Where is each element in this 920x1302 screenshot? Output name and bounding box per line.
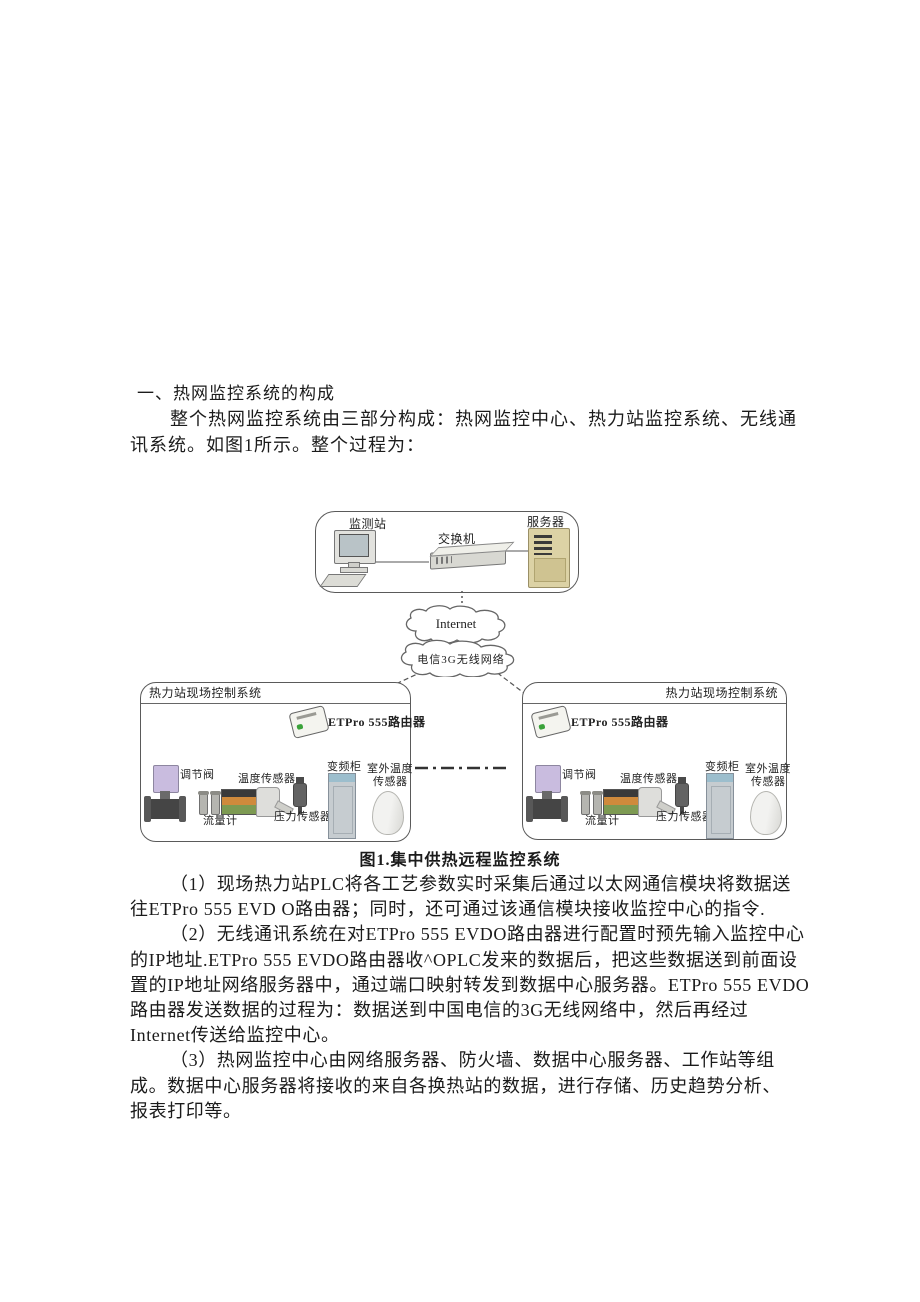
intro-line: 整个热网监控系统由三部分构成：热网监控中心、热力站监控系统、无线通 — [170, 409, 797, 429]
outdoor-sensor-icon — [372, 791, 404, 835]
cabinet-door — [711, 786, 731, 834]
valve-body-icon — [526, 796, 568, 822]
body-line: 置的IP地址网络服务器中，通过端口映射转发到数据中心服务器。ETPro 555 … — [130, 974, 810, 995]
internet-cloud-label: Internet — [435, 616, 477, 631]
valve-neck — [160, 791, 170, 799]
flow-cylinder — [210, 791, 221, 815]
station-box-left: 热力站现场控制系统 ETPro 555路由器 调节阀 流量计 温度传感器 压力传… — [140, 682, 425, 842]
pressure-sensor-label: 压力传感器 — [274, 811, 332, 823]
section-heading: 一、热网监控系统的构成 — [137, 384, 335, 403]
body-line: Internet传送给监控中心。 — [130, 1025, 340, 1046]
station-title: 热力站现场控制系统 — [523, 683, 786, 704]
internet-cloud: Internet — [400, 604, 512, 644]
telecom-3g-cloud-label: 电信3G无线网络 — [417, 654, 505, 666]
switch-body — [429, 541, 515, 570]
flow-meter-label: 流量计 — [203, 815, 238, 827]
valve-flange — [526, 796, 533, 822]
temp-sensor-icon — [638, 787, 676, 817]
station-title: 热力站现场控制系统 — [141, 683, 410, 704]
valve-flange — [144, 796, 151, 822]
valve-actuator-icon — [535, 765, 561, 793]
body-line: 往ETPro 555 EVD O路由器；同时，还可通过该通信模块接收监控中心的指… — [130, 899, 766, 920]
intro-line: 讯系统。如图1所示。整个过程为： — [130, 435, 425, 455]
body-line: 路由器发送数据的过程为：数据送到中国电信的3G无线网络中，然后再经过 — [130, 1000, 749, 1021]
outdoor-sensor-label: 传感器 — [751, 776, 786, 788]
monitoring-center-box: 监测站 交换机 服务器 — [315, 511, 579, 593]
station-box-right: 热力站现场控制系统 ETPro 555路由器 调节阀 流量计 温度传感器 压力传… — [522, 682, 791, 840]
outdoor-sensor-icon — [750, 791, 782, 835]
temp-sensor-label: 温度传感器 — [238, 773, 296, 785]
cabinet-door — [333, 786, 353, 834]
switch-vents — [436, 556, 452, 565]
router-led — [296, 723, 304, 730]
body-line: （1）现场热力站PLC将各工艺参数实时采集后通过以太网通信模块将数据送 — [170, 874, 792, 894]
vfd-cabinet-icon — [706, 773, 734, 839]
valve-body-icon — [144, 796, 186, 822]
router-slot — [538, 712, 559, 720]
keyboard-icon — [319, 574, 367, 587]
monitor-icon — [334, 530, 376, 573]
valve-label: 调节阀 — [180, 769, 215, 781]
outdoor-sensor-label: 室外温度 — [745, 763, 791, 775]
router-icon — [530, 705, 572, 739]
monitor-screen — [339, 534, 369, 557]
temp-sensor-label: 温度传感器 — [620, 773, 678, 785]
switch-icon — [429, 541, 515, 570]
flow-meter-icon — [603, 789, 643, 815]
outdoor-sensor-label: 室外温度 — [367, 763, 413, 775]
body-line: 报表打印等。 — [130, 1100, 242, 1121]
cabinet-band — [707, 774, 733, 782]
workstation-icon — [319, 530, 394, 587]
router-icon — [288, 705, 330, 739]
vfd-cabinet-label: 变频柜 — [327, 761, 362, 773]
router-slot — [296, 712, 317, 720]
body-line: （2）无线通讯系统在对ETPro 555 EVDO路由器进行配置时预先输入监控中… — [170, 924, 805, 945]
intro-paragraph: 整个热网监控系统由三部分构成：热网监控中心、热力站监控系统、无线通 讯系统。如图… — [130, 406, 798, 458]
switch-label: 交换机 — [438, 532, 476, 546]
workstation-label: 监测站 — [349, 517, 387, 531]
cabinet-band — [329, 774, 355, 782]
pressure-sensor-icon — [293, 777, 307, 814]
valve-flange — [561, 796, 568, 822]
valve-neck — [542, 791, 552, 799]
pressure-sensor-label: 压力传感器 — [656, 811, 714, 823]
telecom-3g-cloud: 电信3G无线网络 — [394, 639, 528, 677]
router-label: ETPro 555路由器 — [328, 715, 426, 729]
figure-caption: 图1.集中供热远程监控系统 — [359, 852, 561, 869]
flow-meter-icon — [221, 789, 261, 815]
pressure-sensor-icon — [675, 777, 689, 814]
cloud-shape — [400, 639, 515, 677]
server-label: 服务器 — [527, 515, 565, 529]
flow-cylinder — [592, 791, 603, 815]
server-slots — [534, 535, 552, 555]
body-line: （3）热网监控中心由网络服务器、防火墙、数据中心服务器、工作站等组 — [170, 1050, 775, 1071]
body-line: 的IP地址.ETPro 555 EVDO路由器收^OPLC发来的数据后，把这些数… — [130, 949, 798, 970]
flow-cylinder — [198, 791, 209, 815]
router-label: ETPro 555路由器 — [571, 715, 669, 729]
outdoor-sensor-label: 传感器 — [373, 776, 408, 788]
flow-cylinder — [580, 791, 591, 815]
valve-actuator-icon — [153, 765, 179, 793]
valve-label: 调节阀 — [562, 769, 597, 781]
vfd-cabinet-icon — [328, 773, 356, 839]
server-icon — [528, 528, 570, 588]
server-panel — [534, 558, 566, 582]
body-line: 成。数据中心服务器将接收的来自各换热站的数据，进行存储、历史趋势分析、 — [130, 1075, 781, 1096]
valve-flange — [179, 796, 186, 822]
body-paragraphs: （1）现场热力站PLC将各工艺参数实时采集后通过以太网通信模块将数据送 往ETP… — [130, 872, 810, 1124]
vfd-cabinet-label: 变频柜 — [705, 761, 740, 773]
monitor-foot — [340, 567, 368, 573]
flow-meter-label: 流量计 — [585, 815, 620, 827]
router-led — [538, 723, 546, 730]
temp-sensor-icon — [256, 787, 294, 817]
